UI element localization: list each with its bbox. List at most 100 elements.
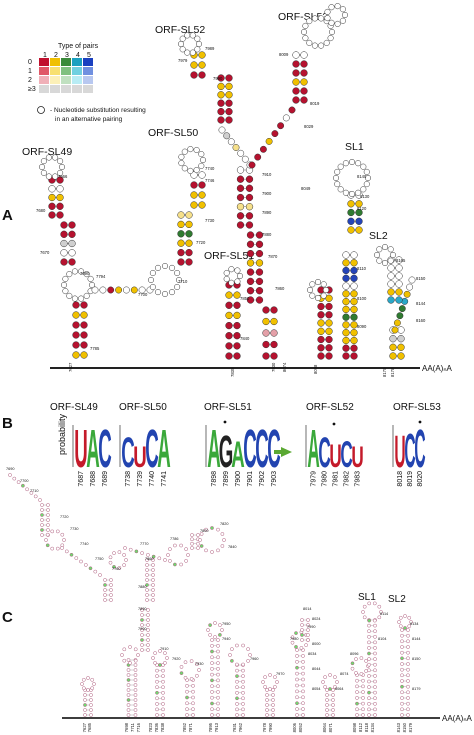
nucleotide bbox=[210, 678, 214, 683]
nucleotide bbox=[157, 556, 162, 561]
nucleotide bbox=[126, 668, 131, 672]
nucleotide-position-label: 7740 bbox=[80, 542, 88, 546]
nucleotide bbox=[233, 301, 241, 309]
nucleotide bbox=[406, 673, 410, 678]
nucleotide-position-label: 7870 bbox=[268, 254, 278, 259]
nucleotide bbox=[306, 18, 313, 25]
nucleotide bbox=[361, 690, 365, 694]
nucleotide bbox=[271, 713, 275, 717]
nucleotide bbox=[145, 573, 149, 577]
nucleotide bbox=[408, 276, 416, 284]
nucleotide bbox=[300, 28, 308, 36]
nucleotide bbox=[216, 672, 220, 677]
nucleotide bbox=[295, 689, 299, 694]
nucleotide bbox=[216, 713, 220, 717]
logo-title-sl52: ORF-SL52 bbox=[306, 402, 354, 413]
nucleotide bbox=[270, 352, 278, 360]
nucleotide bbox=[230, 659, 234, 663]
nucleotide bbox=[241, 662, 245, 667]
nucleotide bbox=[333, 675, 337, 679]
nucleotide bbox=[262, 329, 270, 337]
nucleotide bbox=[163, 651, 167, 655]
nucleotide bbox=[60, 258, 68, 266]
nucleotide bbox=[210, 638, 214, 642]
nucleotide-position-label: 7930 bbox=[271, 362, 276, 372]
nucleotide bbox=[46, 508, 50, 512]
nucleotide bbox=[271, 693, 275, 697]
nucleotide bbox=[395, 280, 403, 288]
nucleotide bbox=[400, 701, 404, 706]
nucleotide bbox=[168, 559, 172, 563]
nucleotide bbox=[140, 628, 144, 632]
nucleotide bbox=[241, 690, 245, 695]
nucleotide bbox=[40, 169, 47, 176]
logo-letter: A bbox=[86, 420, 99, 479]
nucleotide bbox=[45, 154, 52, 161]
logo-letter: C bbox=[255, 420, 268, 479]
nucleotide bbox=[151, 558, 155, 562]
nucleotide bbox=[184, 32, 191, 39]
nucleotide bbox=[342, 336, 350, 345]
nucleotide bbox=[184, 547, 188, 551]
nucleotide bbox=[228, 653, 232, 657]
nucleotide bbox=[190, 533, 194, 537]
nucleotide bbox=[337, 163, 344, 170]
nucleotide bbox=[151, 598, 155, 602]
nucleotide bbox=[193, 146, 200, 154]
nucleotide bbox=[350, 266, 358, 275]
nucleotide bbox=[314, 294, 322, 302]
nucleotide bbox=[161, 679, 165, 684]
nucleotide bbox=[245, 221, 254, 229]
nucleotide bbox=[174, 269, 181, 277]
nucleotide bbox=[109, 578, 113, 582]
nucleotide bbox=[263, 685, 267, 689]
logo-position-label: 7738 bbox=[125, 471, 132, 487]
legend-swatch bbox=[83, 67, 93, 75]
nucleotide-position-label: 8150 bbox=[416, 276, 426, 281]
nucleotide-position-label: 7880 bbox=[138, 585, 146, 589]
nucleotide bbox=[60, 546, 64, 550]
legend-swatch bbox=[50, 76, 60, 84]
nucleotide bbox=[58, 163, 66, 171]
nucleotide bbox=[300, 51, 308, 59]
nucleotide bbox=[350, 336, 358, 345]
nucleotide bbox=[350, 282, 358, 290]
nucleotide-position-label: 7940 bbox=[222, 637, 230, 641]
nucleotide-position-label: 8140 bbox=[357, 174, 367, 179]
nucleotide bbox=[361, 678, 365, 683]
nucleotide bbox=[342, 290, 350, 298]
label-orf-sl49: ORF-SL49 bbox=[22, 146, 72, 158]
nucleotide bbox=[228, 266, 235, 273]
nucleotide bbox=[406, 713, 410, 717]
nucleotide bbox=[270, 340, 278, 349]
nucleotide bbox=[254, 153, 262, 161]
legend-incompat-row-label: 0 bbox=[28, 59, 32, 66]
nucleotide-position-label: 8178 bbox=[390, 367, 395, 377]
nucleotide bbox=[290, 640, 295, 645]
panel-a-polya: AA(A)ₙA bbox=[422, 364, 453, 373]
nucleotide bbox=[362, 615, 367, 620]
nucleotide bbox=[161, 702, 165, 706]
nucleotide bbox=[406, 662, 410, 666]
nucleotide bbox=[46, 503, 50, 507]
nucleotide bbox=[318, 15, 325, 22]
nucleotide bbox=[235, 662, 239, 667]
nucleotide bbox=[217, 74, 225, 82]
nucleotide bbox=[126, 683, 131, 687]
nucleotide bbox=[347, 217, 355, 225]
nucleotide bbox=[295, 665, 299, 670]
nucleotide bbox=[350, 666, 355, 671]
nucleotide bbox=[225, 116, 233, 124]
nucleotide bbox=[216, 690, 220, 694]
nucleotide bbox=[350, 352, 358, 360]
nucleotide-position-label: 8090 bbox=[357, 324, 367, 329]
nucleotide-position-label: 7840 bbox=[240, 336, 250, 341]
nucleotide bbox=[217, 107, 225, 116]
legend-swatch bbox=[50, 58, 60, 66]
nucleotide bbox=[69, 552, 74, 557]
nucleotide bbox=[198, 201, 206, 209]
nucleotide-position-label: 7794 bbox=[96, 274, 106, 279]
nucleotide bbox=[204, 527, 208, 532]
nucleotide bbox=[397, 335, 405, 343]
legend-swatch bbox=[72, 58, 82, 66]
